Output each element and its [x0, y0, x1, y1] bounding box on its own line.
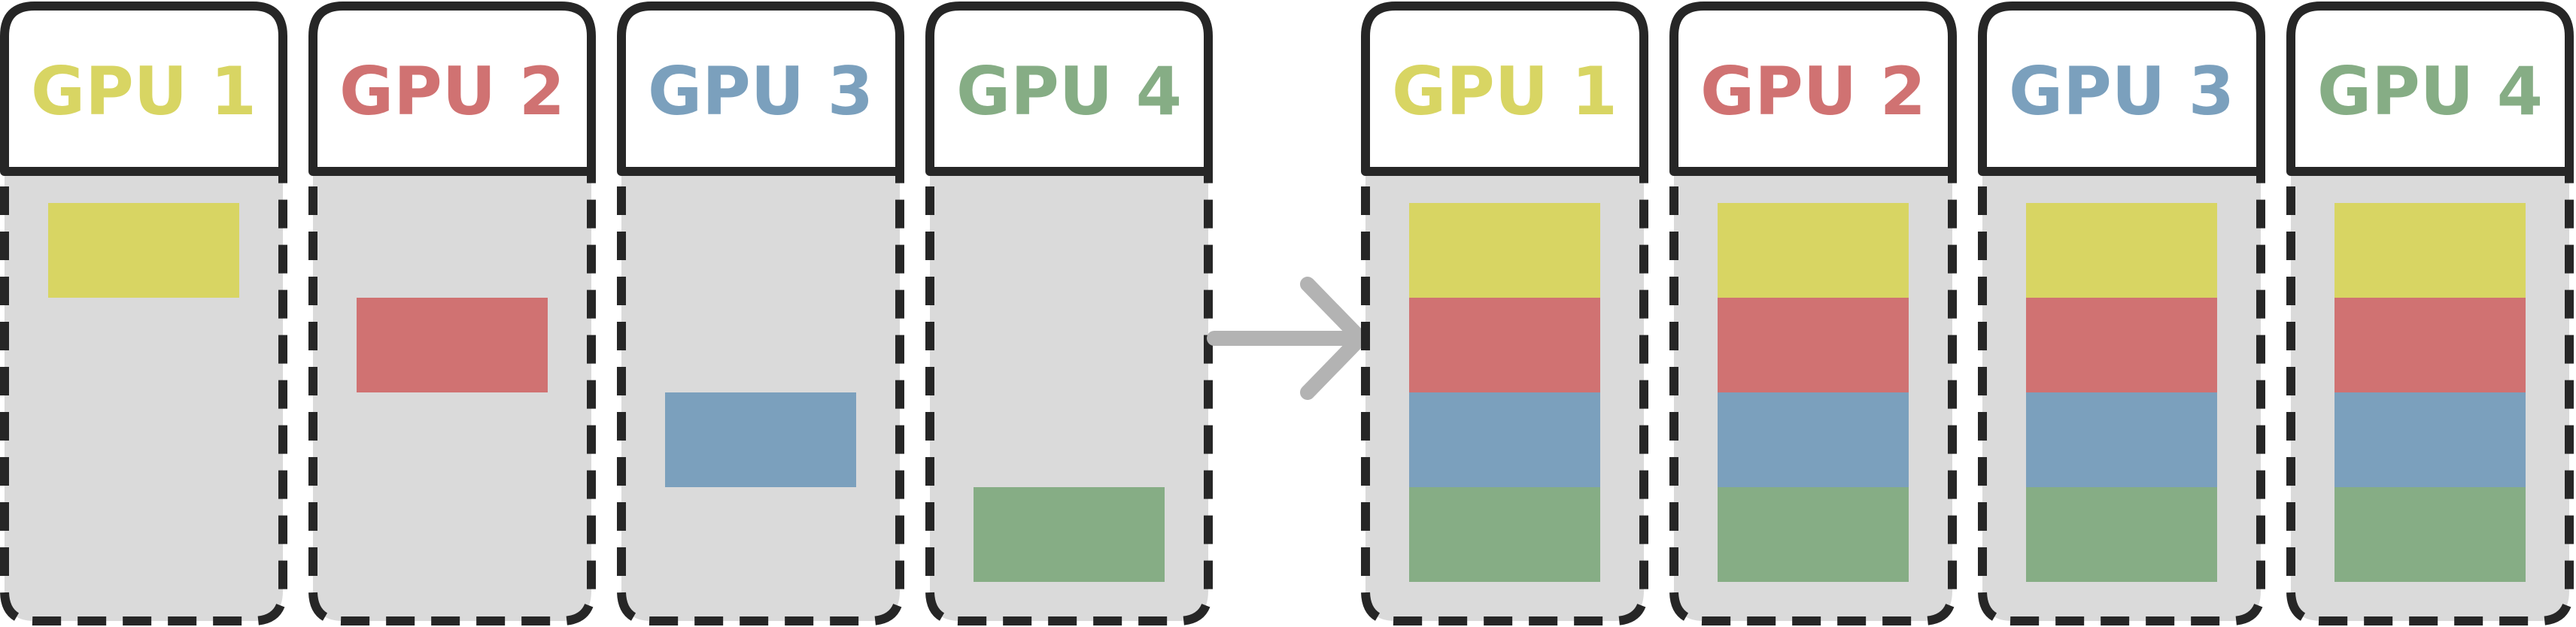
gpu-header: [1978, 2, 2265, 176]
data-chunk-gpu4: [974, 487, 1165, 582]
gpu-label: GPU 4: [956, 53, 1182, 130]
gpu-header: [617, 2, 904, 176]
data-chunk-gpu4: [2334, 487, 2526, 582]
gpu-header: [308, 2, 596, 176]
data-chunk-gpu4: [1718, 487, 1909, 582]
gpu-header: [925, 2, 1213, 176]
data-chunk-gpu2: [2334, 298, 2526, 392]
gpu-memory-panel: [308, 171, 596, 625]
data-chunk-gpu2: [2026, 298, 2217, 392]
gpu-header: [1361, 2, 1648, 176]
data-chunk-gpu2: [357, 298, 548, 392]
gpu-header: [1669, 2, 1957, 176]
data-chunk-gpu2: [1718, 298, 1909, 392]
gpu-column-2: GPU 2: [1669, 2, 1957, 625]
gpu-column-4: GPU 4: [925, 2, 1213, 625]
data-chunk-gpu1: [48, 203, 239, 298]
gpu-column-3: GPU 3: [617, 2, 904, 625]
data-chunk-gpu3: [2026, 392, 2217, 487]
gpu-label: GPU 2: [1700, 53, 1926, 130]
gpu-header: [2286, 2, 2574, 176]
data-chunk-gpu1: [1409, 203, 1600, 298]
data-chunk-gpu1: [2026, 203, 2217, 298]
data-chunk-gpu1: [2334, 203, 2526, 298]
gpu-label: GPU 2: [339, 53, 565, 130]
gpu-column-3: GPU 3: [1978, 2, 2265, 625]
data-chunk-gpu3: [1718, 392, 1909, 487]
data-chunk-gpu4: [1409, 487, 1600, 582]
right-arrow-icon: [1207, 277, 1371, 400]
gpu-column-4: GPU 4: [2286, 2, 2574, 625]
gpu-column-1: GPU 1: [0, 2, 287, 625]
after-state: GPU 1 GPU 2 GPU 3 GPU 4: [1361, 2, 2574, 625]
gpu-column-1: GPU 1: [1361, 2, 1648, 625]
gpu-header: [0, 2, 287, 176]
data-chunk-gpu2: [1409, 298, 1600, 392]
data-chunk-gpu3: [1409, 392, 1600, 487]
arrow-head: [1300, 277, 1371, 400]
gpu-label: GPU 3: [648, 53, 873, 130]
data-chunk-gpu1: [1718, 203, 1909, 298]
gpu-column-2: GPU 2: [308, 2, 596, 625]
gpu-label: GPU 1: [31, 53, 257, 130]
gpu-label: GPU 1: [1392, 53, 1618, 130]
before-state: GPU 1 GPU 2 GPU 3 GPU 4: [0, 2, 1213, 625]
gpu-label: GPU 4: [2317, 53, 2543, 130]
data-chunk-gpu4: [2026, 487, 2217, 582]
data-chunk-gpu3: [665, 392, 856, 487]
gpu-label: GPU 3: [2009, 53, 2234, 130]
data-chunk-gpu3: [2334, 392, 2526, 487]
